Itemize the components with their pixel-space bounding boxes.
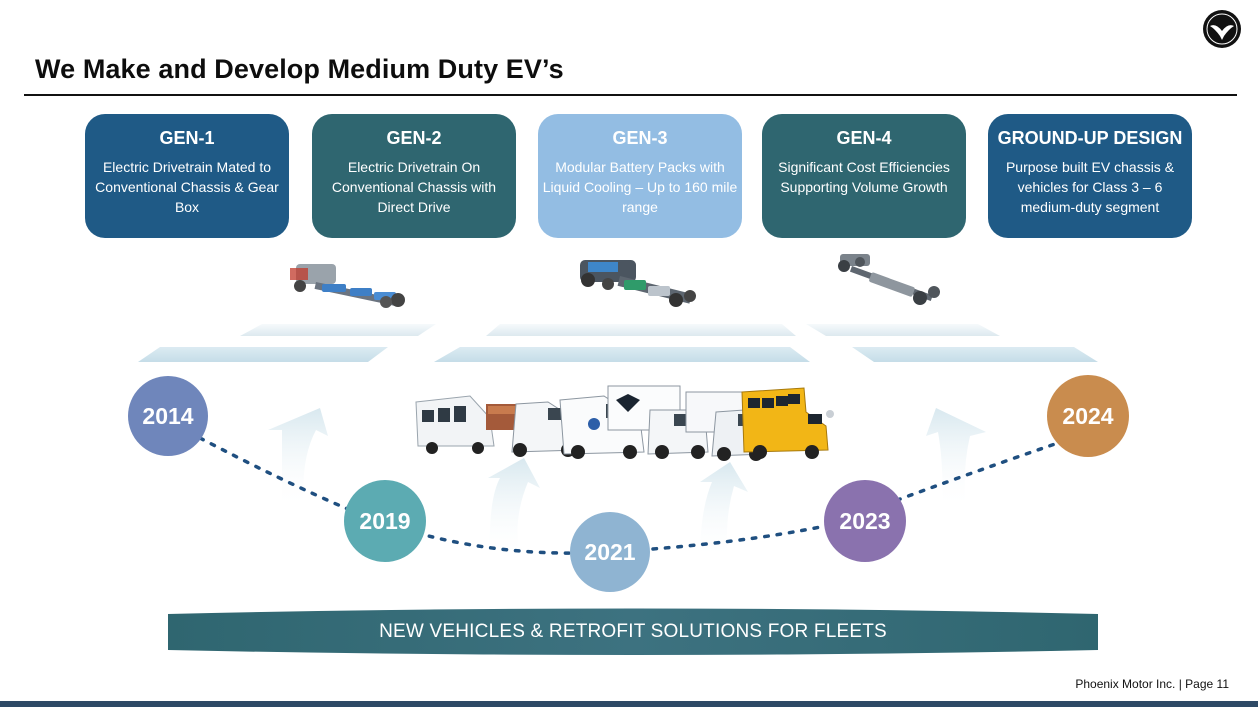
gen1-chassis-image	[290, 264, 405, 308]
page-title: We Make and Develop Medium Duty EV’s	[35, 54, 564, 84]
gen-3-heading: GEN-3	[612, 128, 668, 148]
shuttle-bus	[415, 395, 495, 454]
banner-label: NEW VEHICLES & RETROFIT SOLUTIONS FOR FL…	[379, 621, 887, 642]
title-divider	[24, 94, 1237, 96]
timeline-dotted-path	[198, 436, 1057, 555]
page-footer: Phoenix Motor Inc. | Page 11	[1075, 677, 1229, 691]
school-bus	[741, 387, 834, 459]
gen-3-description: Modular Battery Packs with Liquid Coolin…	[542, 159, 738, 215]
ground-up-description: Purpose built EV chassis & vehicles for …	[1005, 159, 1175, 215]
footer-bar	[0, 701, 1258, 707]
gen-2-heading: GEN-2	[386, 128, 442, 148]
growth-arrows	[268, 408, 986, 560]
year-2023-circle: 2023	[824, 480, 906, 562]
gen-1-description: Electric Drivetrain Mated to Conventiona…	[95, 159, 279, 215]
gen-2-description: Electric Drivetrain On Conventional Chas…	[331, 159, 497, 215]
year-2019-circle: 2019	[344, 480, 426, 562]
gen-3-box: GEN-3 Modular Battery Packs with Liquid …	[538, 114, 742, 238]
phoenix-logo-icon	[1203, 10, 1241, 48]
banner-ribbon	[168, 608, 1098, 655]
year-2014-circle: 2014	[128, 376, 208, 456]
platforms	[138, 324, 1098, 362]
gen4-chassis-image	[838, 254, 940, 305]
box-truck	[607, 385, 709, 459]
ground-up-design-box: GROUND-UP DESIGN Purpose built EV chassi…	[988, 114, 1192, 238]
year-2024-circle: 2024	[1047, 375, 1129, 457]
gen3-chassis-image	[580, 260, 696, 307]
gen-4-description: Significant Cost Efficiencies Supporting…	[778, 159, 950, 195]
gen-1-heading: GEN-1	[159, 128, 215, 148]
gen-4-box: GEN-4 Significant Cost Efficiencies Supp…	[762, 114, 966, 238]
gen-4-heading: GEN-4	[836, 128, 892, 148]
gen-1-box: GEN-1 Electric Drivetrain Mated to Conve…	[85, 114, 289, 238]
ground-up-heading: GROUND-UP DESIGN	[997, 128, 1183, 148]
year-2021-circle: 2021	[570, 512, 650, 592]
gen-2-box: GEN-2 Electric Drivetrain On Conventiona…	[312, 114, 516, 238]
vehicle-lineup	[415, 385, 834, 461]
